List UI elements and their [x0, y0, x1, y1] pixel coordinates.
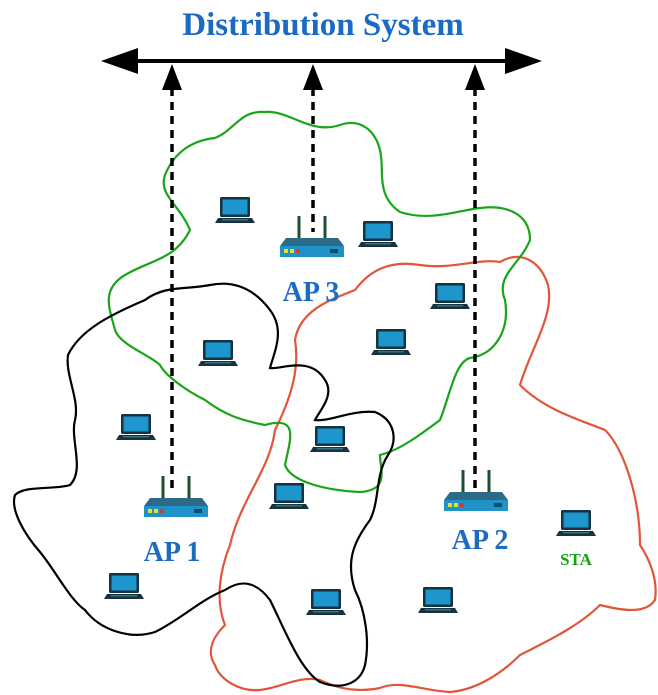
- laptop-icon: [418, 587, 458, 613]
- laptop-icon: [104, 573, 144, 599]
- laptop-icon: [358, 221, 398, 247]
- ap1-label: AP 1: [144, 537, 201, 568]
- ap2-label: AP 2: [452, 525, 509, 556]
- ap3-label: AP 3: [283, 277, 340, 308]
- laptop-icon: [198, 340, 238, 366]
- access-point-icon: [442, 468, 510, 513]
- ap1-uplink: [162, 64, 182, 490]
- ap1-coverage-cell: [12, 282, 395, 687]
- ap3-uplink: [303, 64, 323, 232]
- laptop-icon: [116, 414, 156, 440]
- laptop-icon: [371, 329, 411, 355]
- laptop-icon: [310, 426, 350, 452]
- distribution-system-arrow: [101, 48, 542, 74]
- access-point-icon: [142, 474, 210, 519]
- ap2-uplink: [465, 64, 485, 492]
- laptop-icon: [430, 283, 470, 309]
- laptop-icon: [556, 510, 596, 536]
- station-label: STA: [560, 550, 593, 569]
- ap2-coverage-cell: [209, 255, 657, 694]
- laptop-icon: [306, 589, 346, 615]
- laptop-icon: [215, 197, 255, 223]
- ap3-coverage-cell: [107, 110, 532, 494]
- laptop-icon: [269, 483, 309, 509]
- distribution-system-title: Distribution System: [182, 7, 463, 43]
- access-point-icon: [278, 214, 346, 259]
